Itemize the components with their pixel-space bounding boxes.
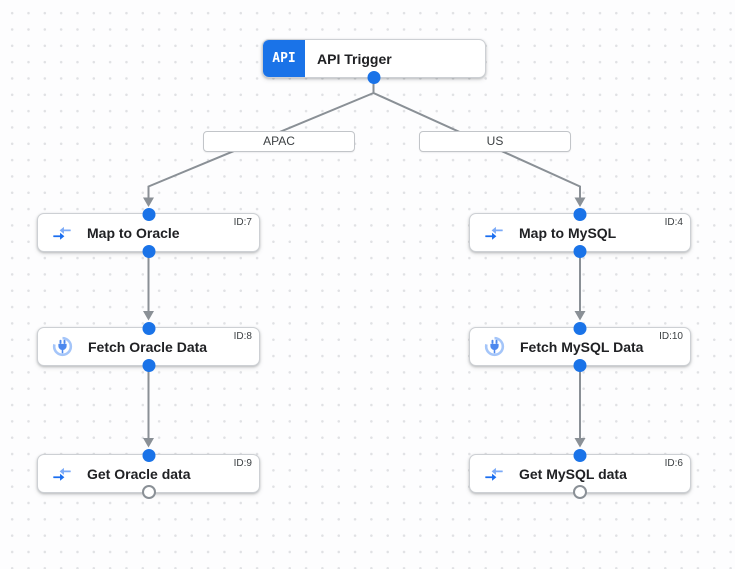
step-node-get-oracle-data[interactable]: Get Oracle data ID:9 (37, 448, 260, 499)
input-port[interactable] (573, 448, 587, 462)
input-port[interactable] (573, 207, 587, 221)
trigger-output-port[interactable] (367, 70, 381, 84)
input-port[interactable] (142, 207, 155, 221)
connector-icon (483, 335, 506, 358)
step-label: Fetch MySQL Data (520, 338, 644, 355)
step-label: Get Oracle data (87, 465, 191, 482)
data-mapping-icon (51, 222, 73, 244)
step-id-badge: ID:10 (659, 331, 683, 342)
step-id-badge: ID:7 (233, 217, 252, 228)
trigger-node-api[interactable]: API API Trigger (262, 39, 486, 84)
data-mapping-icon (51, 463, 73, 485)
step-label: Map to Oracle (87, 224, 180, 241)
data-mapping-icon (483, 222, 505, 244)
output-port[interactable] (142, 244, 155, 258)
step-label: Get MySQL data (519, 465, 627, 482)
step-id-badge: ID:4 (664, 217, 683, 228)
step-label: Map to MySQL (519, 224, 617, 241)
step-label: Fetch Oracle Data (88, 338, 208, 355)
api-badge: API (263, 40, 305, 77)
output-port-open[interactable] (573, 485, 587, 499)
step-node-fetch-oracle-data[interactable]: Fetch Oracle Data ID:8 (37, 321, 260, 372)
trigger-label: API Trigger (317, 50, 392, 67)
data-mapping-icon (483, 463, 505, 485)
input-port[interactable] (573, 321, 587, 335)
output-port[interactable] (573, 244, 587, 258)
input-port[interactable] (142, 321, 155, 335)
edge-condition-label-apac[interactable]: APAC (203, 131, 355, 152)
step-id-badge: ID:6 (664, 458, 683, 469)
step-node-fetch-mysql-data[interactable]: Fetch MySQL Data ID:10 (469, 321, 691, 372)
step-id-badge: ID:8 (233, 331, 252, 342)
output-port-open[interactable] (141, 485, 156, 499)
step-node-get-mysql-data[interactable]: Get MySQL data ID:6 (469, 448, 691, 499)
input-port[interactable] (142, 448, 155, 462)
output-port[interactable] (142, 358, 155, 372)
step-id-badge: ID:9 (233, 458, 252, 469)
edge-arrowheads (143, 197, 586, 448)
step-node-map-to-oracle[interactable]: Map to Oracle ID:7 (37, 207, 260, 258)
output-port[interactable] (573, 358, 587, 372)
step-node-map-to-mysql[interactable]: Map to MySQL ID:4 (469, 207, 691, 258)
edge-condition-label-us[interactable]: US (419, 131, 571, 152)
connector-icon (51, 335, 74, 358)
